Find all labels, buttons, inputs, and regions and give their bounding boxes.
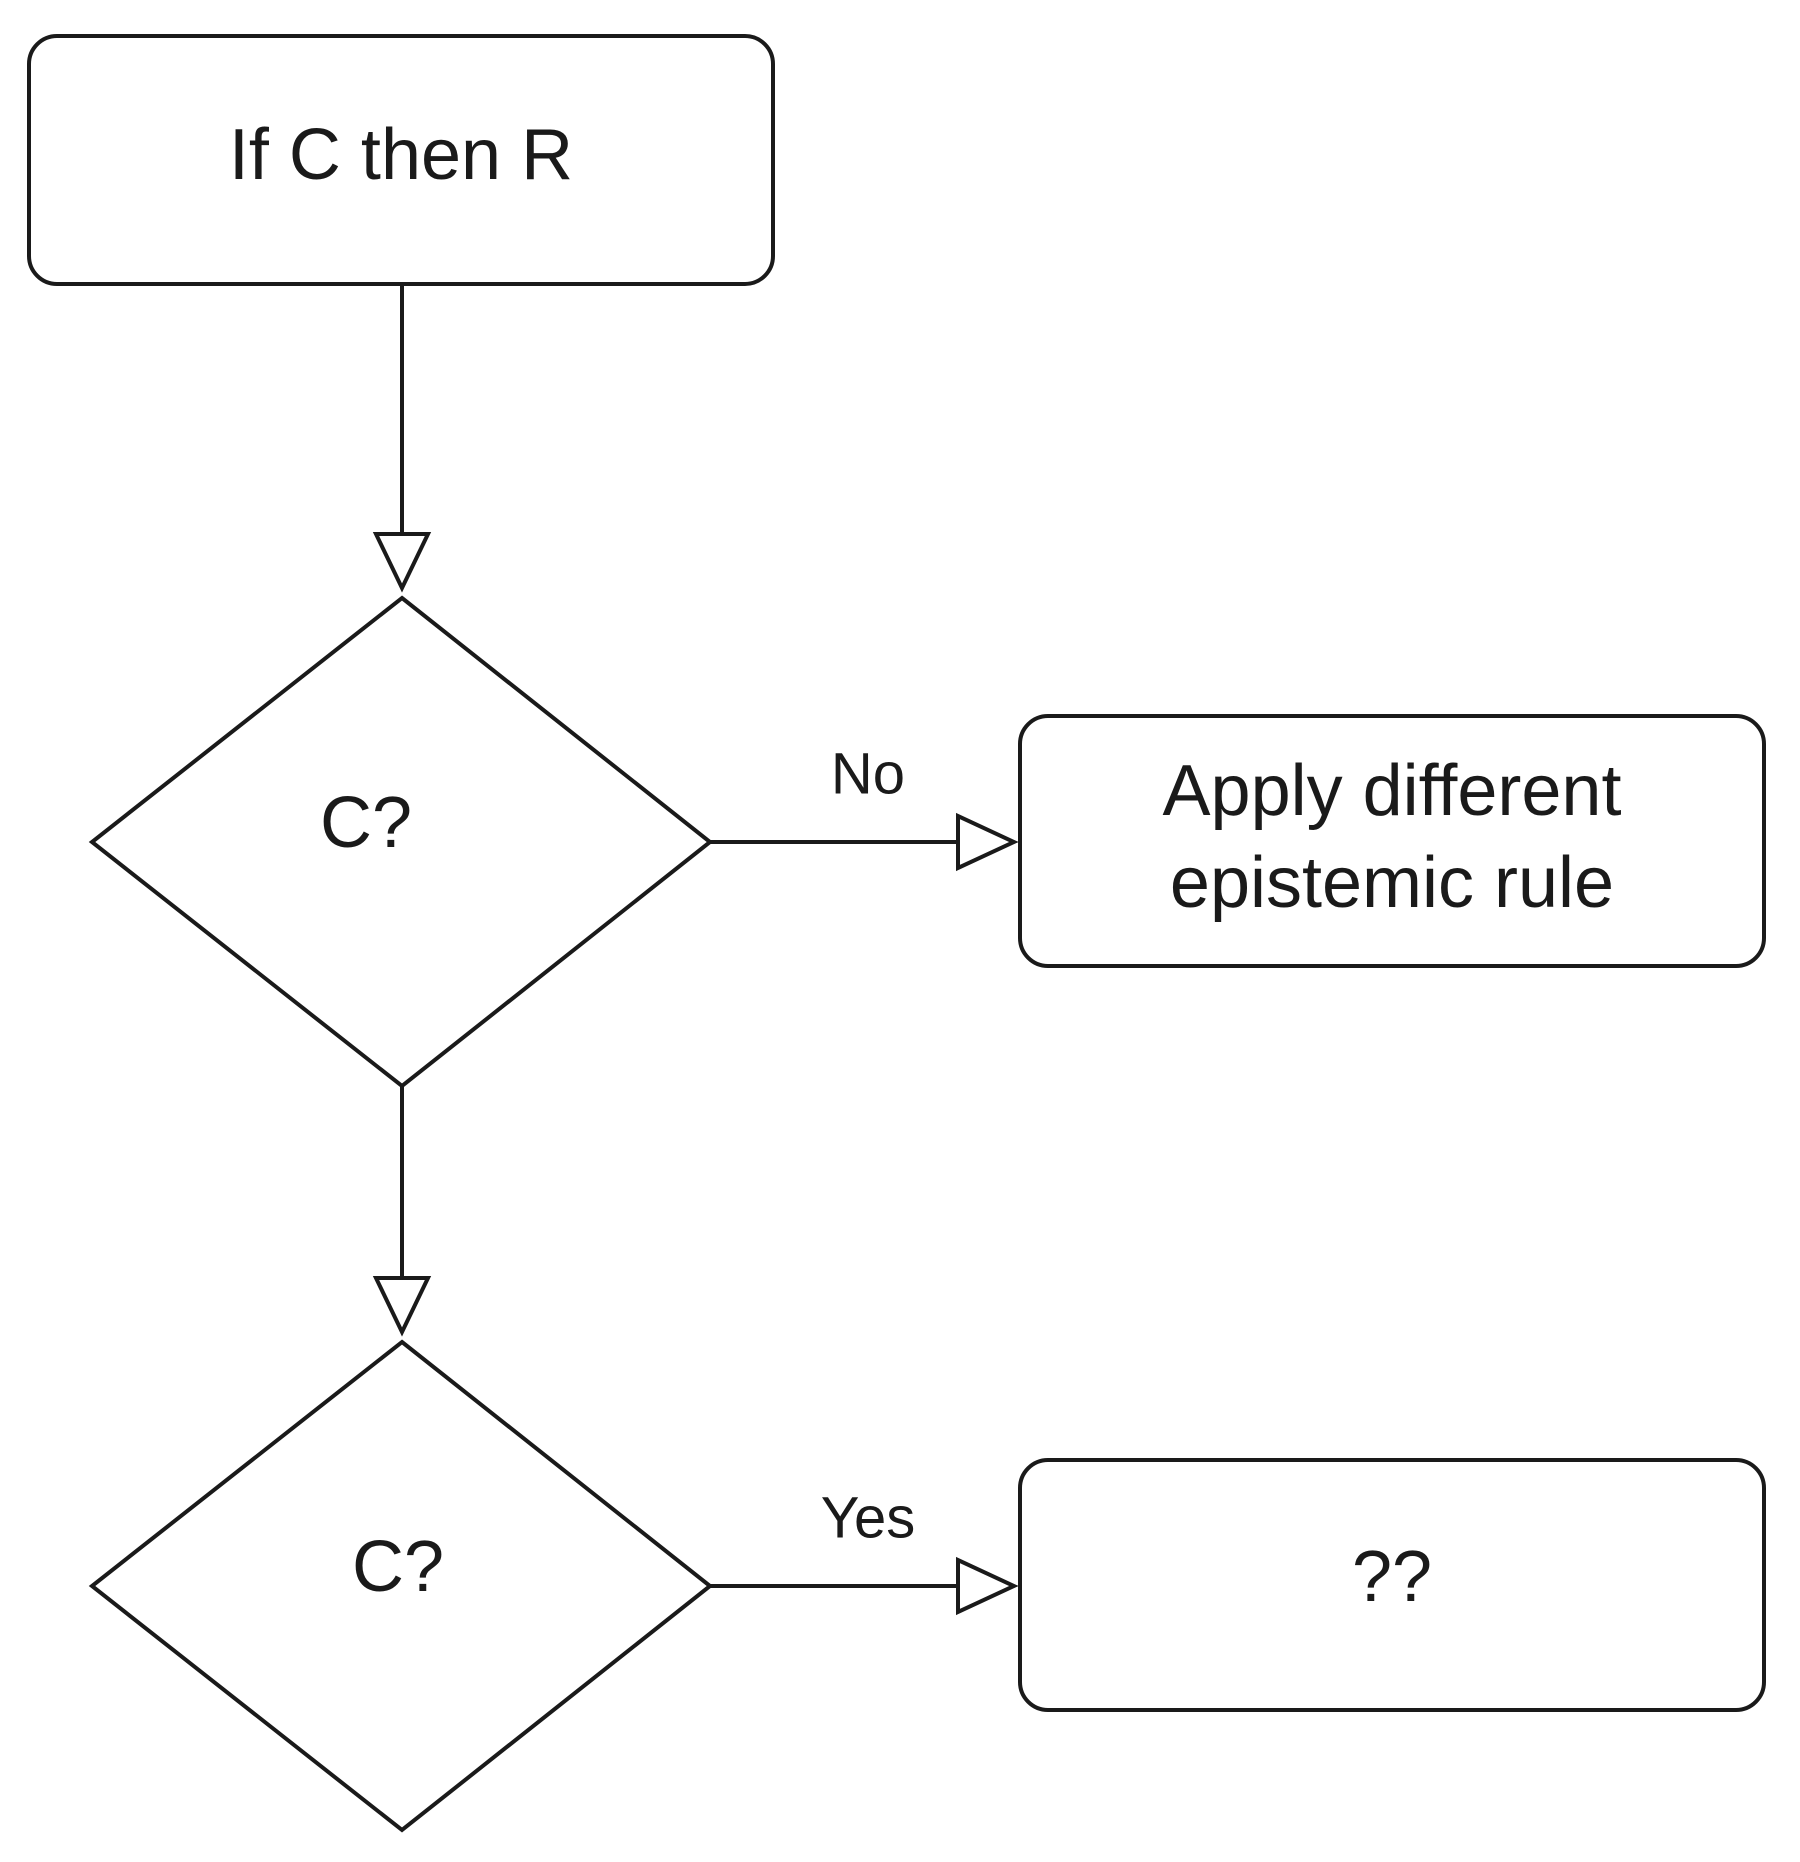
rule-node: If C then R xyxy=(27,34,775,286)
arrow-right-icon xyxy=(956,812,1019,872)
rule-label: If C then R xyxy=(229,115,573,195)
decision-node-first: C? xyxy=(88,595,714,1089)
unknown-box xyxy=(1018,1458,1766,1712)
arrow-down-icon xyxy=(372,1276,432,1337)
edge-rule-to-decision xyxy=(372,284,432,593)
edge-no: No xyxy=(710,741,1019,872)
decision-label-second: C? xyxy=(352,1527,444,1607)
decision-node-second: C? xyxy=(88,1339,714,1833)
unknown-label: ?? xyxy=(1352,1537,1432,1617)
arrow-down-icon xyxy=(372,532,432,593)
edge-yes: Yes xyxy=(710,1485,1019,1616)
decision-diamond-second xyxy=(88,1339,714,1833)
edge-label-no: No xyxy=(831,741,905,806)
decision-label-first: C? xyxy=(320,783,412,863)
arrow-right-icon xyxy=(956,1556,1019,1616)
alternative-box xyxy=(1018,714,1766,968)
unknown-node: ?? xyxy=(1018,1458,1766,1712)
edge-label-yes: Yes xyxy=(821,1485,916,1550)
edge-decision-to-decision xyxy=(372,1086,432,1337)
alternative-label-line1: Apply different xyxy=(1163,751,1622,831)
alternative-node: Apply different epistemic rule xyxy=(1018,714,1766,968)
alternative-label-line2: epistemic rule xyxy=(1170,843,1614,923)
